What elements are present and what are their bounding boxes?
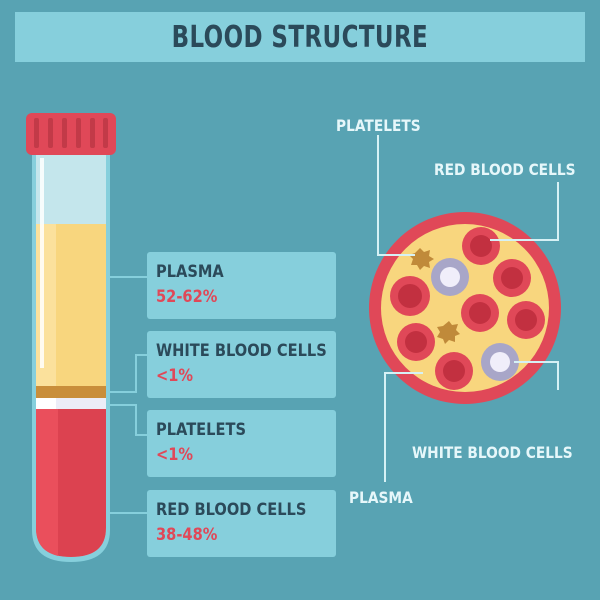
component-label: PLASMA bbox=[156, 262, 224, 282]
red-blood-cells bbox=[390, 227, 545, 390]
circle-connectors bbox=[377, 135, 559, 482]
page-title: BLOOD STRUCTURE bbox=[171, 19, 429, 55]
component-box-platelets: PLATELETS <1% bbox=[147, 410, 336, 477]
circle-label-plasma: PLASMA bbox=[349, 488, 413, 507]
tube-connectors bbox=[110, 276, 147, 514]
test-tube bbox=[26, 113, 116, 562]
component-label: WHITE BLOOD CELLS bbox=[156, 341, 327, 361]
component-label: RED BLOOD CELLS bbox=[156, 500, 307, 520]
circle-label-white-blood-cells: WHITE BLOOD CELLS bbox=[412, 443, 573, 462]
component-label: PLATELETS bbox=[156, 420, 246, 440]
component-box-red-blood-cells: RED BLOOD CELLS 38-48% bbox=[147, 490, 336, 557]
circle-label-platelets: PLATELETS bbox=[336, 116, 421, 135]
component-box-white-blood-cells: WHITE BLOOD CELLS <1% bbox=[147, 331, 336, 398]
component-value: <1% bbox=[156, 366, 194, 386]
component-value: 38-48% bbox=[156, 525, 218, 545]
blood-sample-circle bbox=[369, 212, 561, 404]
component-value: 52-62% bbox=[156, 287, 218, 307]
component-value: <1% bbox=[156, 445, 194, 465]
circle-label-red-blood-cells: RED BLOOD CELLS bbox=[434, 160, 576, 179]
component-box-plasma: PLASMA 52-62% bbox=[147, 252, 336, 319]
platelets bbox=[409, 248, 460, 344]
title-bar: BLOOD STRUCTURE bbox=[15, 12, 585, 62]
white-blood-cells bbox=[431, 258, 519, 381]
